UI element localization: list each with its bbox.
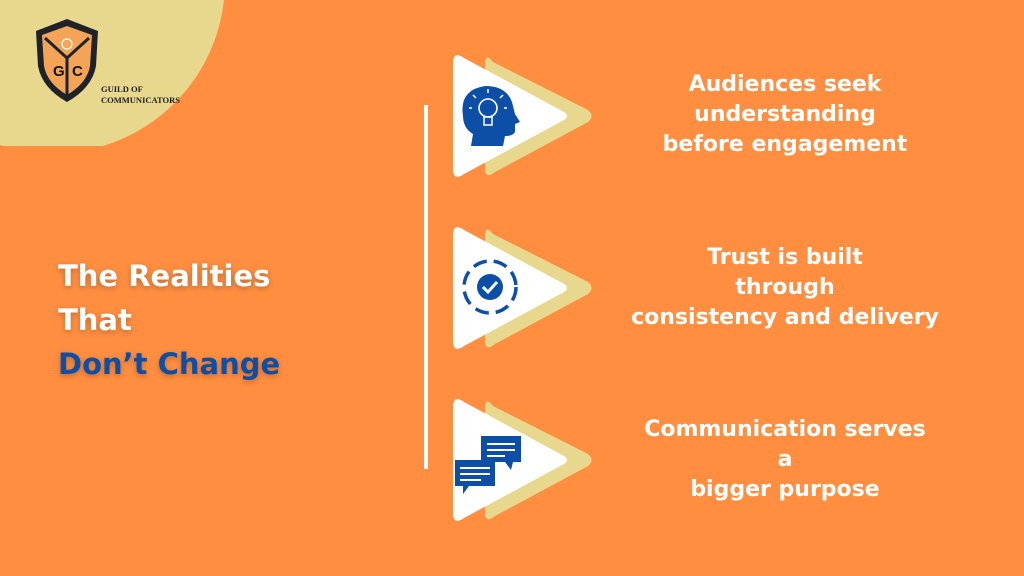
item-text-1: Audiences seek understanding before engage… xyxy=(610,70,960,160)
title-line3: Don’t Change xyxy=(58,347,281,381)
item-1-line1: Audiences seek xyxy=(688,72,882,97)
logo-name-line1: GUILD OF xyxy=(101,84,143,94)
item-1-line3: before engagement xyxy=(662,132,908,157)
item-3-line2: a xyxy=(777,447,793,472)
chat-bubbles-icon xyxy=(455,436,521,494)
item-1-line2: understanding xyxy=(694,102,876,127)
divider-line xyxy=(424,105,428,469)
item-text-2: Trust is built through consistency and del… xyxy=(610,243,960,333)
item-2-line3: consistency and delivery xyxy=(631,305,939,330)
head-lightbulb-icon xyxy=(462,86,520,146)
page-title: The Realities That Don’t Change xyxy=(58,254,280,386)
item-2-line1: Trust is built xyxy=(707,245,863,270)
logo-letter-g: G xyxy=(53,63,65,80)
triangle-marker-2 xyxy=(453,227,592,349)
item-3-line1: Communication serves xyxy=(644,417,926,442)
item-3-line3: bigger purpose xyxy=(690,477,880,502)
title-line1: The Realities xyxy=(58,259,271,293)
logo-name-line2: COMMUNICATORS xyxy=(101,95,181,105)
cycle-check-icon xyxy=(462,259,518,315)
item-2-line2: through xyxy=(735,275,835,300)
title-line2: That xyxy=(58,303,132,337)
item-text-3: Communication serves a bigger purpose xyxy=(610,415,960,505)
logo-letter-c: C xyxy=(72,63,83,80)
logo: G C xyxy=(32,16,102,110)
